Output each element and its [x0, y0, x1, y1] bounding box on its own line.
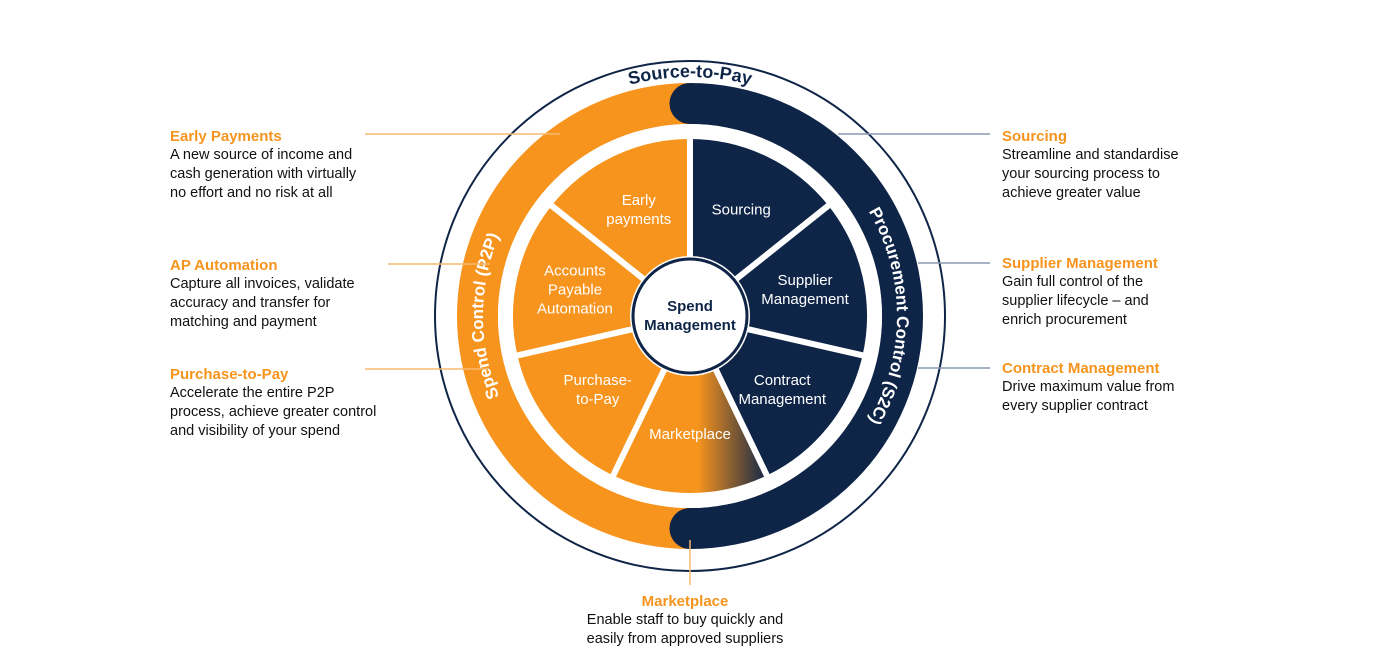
callout-contract-management-title: Contract Management — [1002, 360, 1160, 377]
hub-label-line2: Management — [644, 317, 736, 334]
callout-contract-management: Contract Management Drive maximum value … — [1002, 359, 1242, 416]
callout-ap-automation: AP Automation Capture all invoices, vali… — [170, 256, 410, 332]
callout-purchase-to-pay-title: Purchase-to-Pay — [170, 366, 289, 383]
segment-label-line: Early — [622, 192, 657, 209]
segment-label-line: Purchase- — [564, 372, 632, 389]
segment-label-line: Automation — [537, 301, 613, 318]
segment-label-line: payments — [606, 211, 671, 228]
callout-supplier-management-title: Supplier Management — [1002, 255, 1158, 272]
hub-label-line1: Spend — [667, 298, 713, 315]
segment-label-sourcing: Sourcing — [712, 202, 771, 219]
segment-label-line: Contract — [754, 372, 812, 389]
segment-label-line: Accounts — [544, 263, 606, 280]
segment-label-line: Management — [738, 391, 826, 408]
spend-management-hub — [631, 257, 749, 375]
callout-sourcing: Sourcing Streamline and standardise your… — [1002, 127, 1242, 203]
segment-label-line: Payable — [548, 282, 602, 299]
segment-label-marketplace: Marketplace — [649, 426, 731, 443]
segment-label-line: Marketplace — [649, 426, 731, 443]
spend-control-band — [457, 83, 711, 549]
callout-marketplace: Marketplace Enable staff to buy quickly … — [555, 592, 815, 649]
callout-marketplace-desc: Enable staff to buy quickly and easily f… — [586, 612, 784, 647]
callout-sourcing-title: Sourcing — [1002, 128, 1068, 145]
callout-purchase-to-pay-desc: Accelerate the entire P2P process, achie… — [170, 385, 377, 439]
procurement-control-band — [669, 83, 923, 549]
callout-sourcing-desc: Streamline and standardise your sourcing… — [1002, 147, 1179, 201]
segment-label-line: Management — [761, 291, 849, 308]
callout-ap-automation-desc: Capture all invoices, validate accuracy … — [170, 276, 355, 330]
segment-label-line: Sourcing — [712, 202, 771, 219]
segment-label-early-payments: Early payments — [606, 192, 671, 228]
callout-marketplace-title: Marketplace — [641, 593, 729, 610]
callout-supplier-management: Supplier Management Gain full control of… — [1002, 254, 1242, 330]
callout-purchase-to-pay: Purchase-to-Pay Accelerate the entire P2… — [170, 365, 410, 441]
segment-label-line: Supplier — [778, 272, 833, 289]
callout-early-payments-desc: A new source of income and cash generati… — [170, 147, 357, 201]
callout-supplier-management-desc: Gain full control of the supplier lifecy… — [1002, 274, 1149, 328]
callout-early-payments: Early Payments A new source of income an… — [170, 127, 410, 203]
segment-label-purchase-to-pay: Purchase-to-Pay — [564, 372, 632, 408]
callout-early-payments-title: Early Payments — [170, 128, 282, 145]
callout-ap-automation-title: AP Automation — [170, 257, 278, 274]
callout-contract-management-desc: Drive maximum value from every supplier … — [1002, 379, 1175, 414]
segment-label-line: to-Pay — [576, 391, 620, 408]
